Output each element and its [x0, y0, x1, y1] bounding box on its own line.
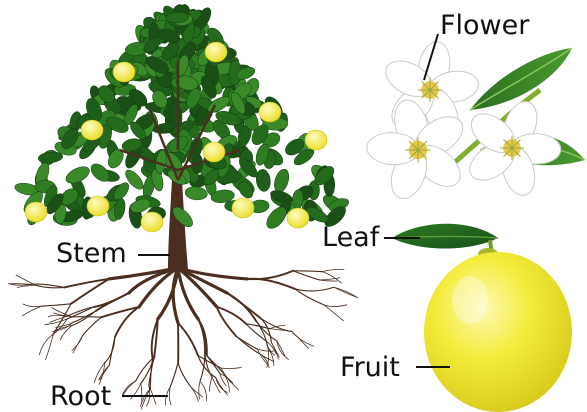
root-strand [141, 384, 142, 403]
root-strand [23, 304, 42, 307]
root-strand [295, 287, 334, 291]
root-strand [225, 375, 239, 390]
root-strand [216, 378, 228, 395]
root-strand [236, 336, 257, 352]
root-strand [199, 381, 200, 399]
root-strand [169, 386, 171, 405]
root-strand [209, 377, 212, 391]
root-strand [221, 368, 241, 369]
small-lemon [305, 130, 327, 150]
leaf-label: Leaf [322, 222, 381, 253]
root-strand [256, 322, 276, 341]
root-strand [123, 381, 136, 397]
root-label: Root [50, 381, 111, 412]
small-lemon [25, 202, 47, 222]
fruit-label: Fruit [340, 352, 400, 383]
root-strand [292, 332, 309, 349]
small-lemon [141, 212, 163, 232]
small-lemon [232, 198, 254, 218]
root-strand [325, 305, 344, 320]
root-strand [171, 362, 179, 386]
root-strand [325, 305, 347, 307]
small-lemon [113, 62, 135, 82]
small-lemon [203, 142, 225, 162]
small-lemon [287, 208, 309, 228]
root-strand [82, 317, 101, 336]
root-strand [104, 337, 114, 363]
root-strand [292, 332, 314, 347]
small-lemon [81, 120, 103, 140]
root-strand [22, 306, 42, 316]
root-strand [17, 285, 36, 287]
canopy-leaf [184, 186, 208, 201]
root-strand [200, 381, 207, 401]
root-strand [322, 269, 344, 271]
root-strand [46, 334, 54, 360]
flower-label: Flower [440, 10, 530, 41]
stem-label: Stem [56, 238, 127, 269]
root-strand [190, 385, 199, 401]
root-strand [141, 358, 154, 384]
root-strand [257, 349, 267, 364]
root-strand [257, 349, 275, 351]
single-leaf [392, 224, 498, 249]
root-strand [178, 362, 189, 385]
root-strand [247, 279, 295, 289]
root-strand [334, 287, 356, 297]
root-strand [96, 293, 129, 311]
root-strand [227, 293, 256, 322]
root-strand [293, 271, 319, 280]
root-strand [50, 316, 67, 322]
root-strand [178, 323, 198, 355]
small-lemon [259, 102, 281, 122]
lemon-flower [463, 97, 561, 199]
root-strand [39, 334, 53, 354]
root-strand [236, 336, 257, 349]
small-lemon [205, 42, 227, 62]
root-strand [277, 341, 285, 356]
fruit-lemon [424, 240, 572, 412]
flower-branch [366, 39, 585, 203]
root-strand [42, 304, 71, 306]
canopy-leaf [272, 167, 292, 194]
small-lemon [87, 196, 109, 216]
canopy-leaf [255, 169, 272, 193]
root-strand [11, 283, 31, 284]
root-strand [293, 271, 322, 272]
